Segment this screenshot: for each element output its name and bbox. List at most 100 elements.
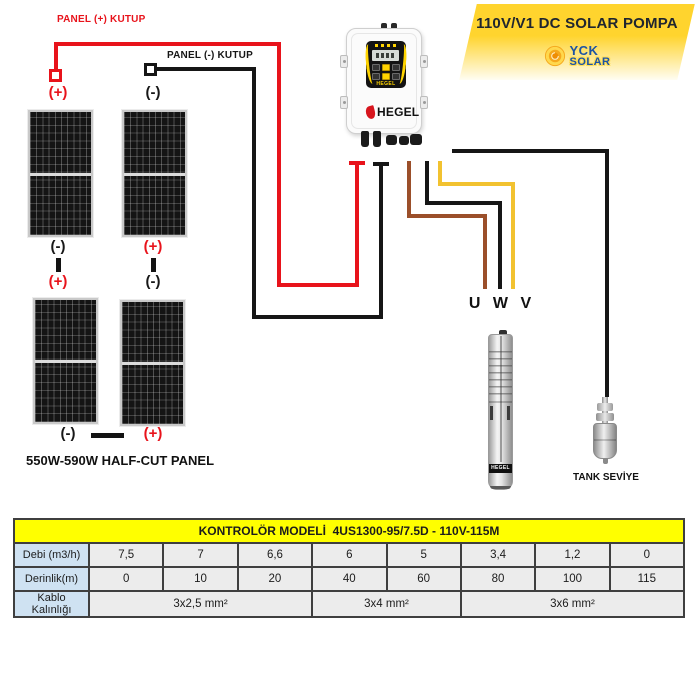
pump-clip [507, 406, 510, 420]
table-cell-merged: 3x2,5 mm² [87, 590, 314, 618]
wire-segment [252, 67, 256, 319]
cable-gland [373, 131, 381, 147]
banner-title: 110V/V1 DC SOLAR POMPA [476, 15, 678, 32]
table-cell: 7,5 [87, 542, 165, 568]
logo-yck-text: YCK [569, 43, 599, 58]
mounting-tab [340, 96, 348, 109]
wire-segment [355, 165, 359, 287]
float-seam [594, 439, 616, 441]
table-cell-merged: 3x6 mm² [459, 590, 686, 618]
table-cell-merged: 3x4 mm² [311, 590, 462, 618]
pump-foot [490, 486, 511, 489]
controller-brand-text: HEGEL [377, 105, 420, 119]
status-led [375, 44, 378, 47]
polarity-label: (+) [48, 273, 68, 290]
row-label: Debi (m3/h) [13, 542, 90, 568]
wire-segment [407, 214, 487, 218]
table-cell: 6,6 [236, 542, 314, 568]
controller-button [392, 64, 400, 71]
solar-panel-top-left [28, 110, 93, 237]
wire-segment [155, 67, 256, 71]
table-cell: 20 [236, 566, 314, 592]
faceplate-brand-text: HEGEL [376, 81, 396, 87]
table-cell: 6 [311, 542, 388, 568]
table-cell: 7 [162, 542, 239, 568]
wire-segment [252, 315, 383, 319]
mounting-tab [340, 55, 348, 68]
pump-ribs [489, 351, 512, 398]
table-cell: 40 [311, 566, 388, 592]
pump-top-cap [499, 330, 507, 337]
yck-logo-text: YCK SOLAR [570, 44, 611, 68]
controller-button [392, 73, 400, 80]
wire-segment [54, 42, 58, 70]
row-label: Derinlik(m) [13, 566, 90, 592]
float-nut [596, 413, 614, 421]
table-row-derinlik: Derinlik(m) 0 10 20 40 60 80 100 115 [13, 566, 686, 592]
wire-segment [54, 42, 281, 46]
controller-button [372, 73, 380, 80]
table-row-debi: Debi (m3/h) 7,5 7 6,6 6 5 3,4 1,2 0 [13, 542, 686, 568]
polarity-label: (-) [60, 425, 76, 442]
table-cell: 5 [385, 542, 462, 568]
table-cell: 0 [608, 542, 686, 568]
status-led [393, 44, 396, 47]
row-label: Kablo Kalınlığı [13, 590, 90, 618]
series-link-bottom [91, 433, 124, 438]
polarity-label: (+) [143, 425, 163, 442]
table-cell: 115 [608, 566, 686, 592]
pump-brand-band: HEGEL [489, 464, 512, 473]
solar-panel-top-right [122, 110, 187, 237]
mounting-tab [420, 96, 428, 109]
solar-panel-bottom-right [120, 300, 185, 426]
wire-segment [277, 283, 359, 287]
cable-gland [386, 135, 397, 145]
polarity-label: (-) [50, 238, 66, 255]
status-led [387, 44, 390, 47]
title-banner: 110V/V1 DC SOLAR POMPA YCK SOLAR [459, 4, 695, 80]
table-cell: 0 [87, 566, 165, 592]
yck-sun-swirl-icon [544, 45, 565, 67]
series-link-right [151, 258, 156, 272]
logo-solar-text: SOLAR [569, 56, 611, 68]
wire-segment [379, 166, 383, 319]
controller-button [372, 64, 380, 71]
wire-segment [438, 182, 515, 186]
table-cell: 3,4 [459, 542, 537, 568]
yck-solar-logo: YCK SOLAR [468, 44, 686, 68]
wire-terminal [373, 162, 389, 166]
table-title-row: KONTROLÖR MODELİ 4US1300-95/7.5D - 110V-… [13, 518, 685, 544]
wire-segment [425, 201, 502, 205]
polarity-label: (+) [48, 84, 68, 101]
polarity-label: (-) [145, 273, 161, 290]
wire-segment [605, 149, 609, 397]
pump-cable-line [500, 336, 502, 462]
table-row-kablo: Kablo Kalınlığı 3x2,5 mm² 3x4 mm² 3x6 mm… [13, 590, 686, 618]
pump-clip [490, 406, 493, 420]
tank-level-label: TANK SEVİYE [573, 472, 639, 483]
wire-segment [425, 161, 429, 205]
float-stem [602, 397, 608, 425]
series-link-left [56, 258, 61, 272]
panel-caption: 550W-590W HALF-CUT PANEL [26, 453, 215, 468]
polarity-label: (-) [145, 84, 161, 101]
wire-segment [277, 42, 281, 287]
status-led [381, 44, 384, 47]
cable-gland [399, 136, 409, 145]
table-cell: 80 [459, 566, 537, 592]
mounting-tab [420, 55, 428, 68]
table-cell: 100 [534, 566, 611, 592]
controller-button [382, 64, 390, 71]
table-title: KONTROLÖR MODELİ 4US1300-95/7.5D - 110V-… [13, 518, 685, 544]
controller-top-knob [391, 23, 397, 29]
float-nut [597, 403, 613, 411]
controller-top-knob [381, 23, 387, 29]
controller-button [382, 73, 390, 80]
wire-segment [498, 201, 502, 289]
controller-spec-table: KONTROLÖR MODELİ 4US1300-95/7.5D - 110V-… [13, 518, 686, 618]
wire-segment [483, 214, 487, 289]
float-body [593, 423, 617, 459]
pump-collar [489, 401, 512, 403]
wire-segment [438, 161, 442, 186]
